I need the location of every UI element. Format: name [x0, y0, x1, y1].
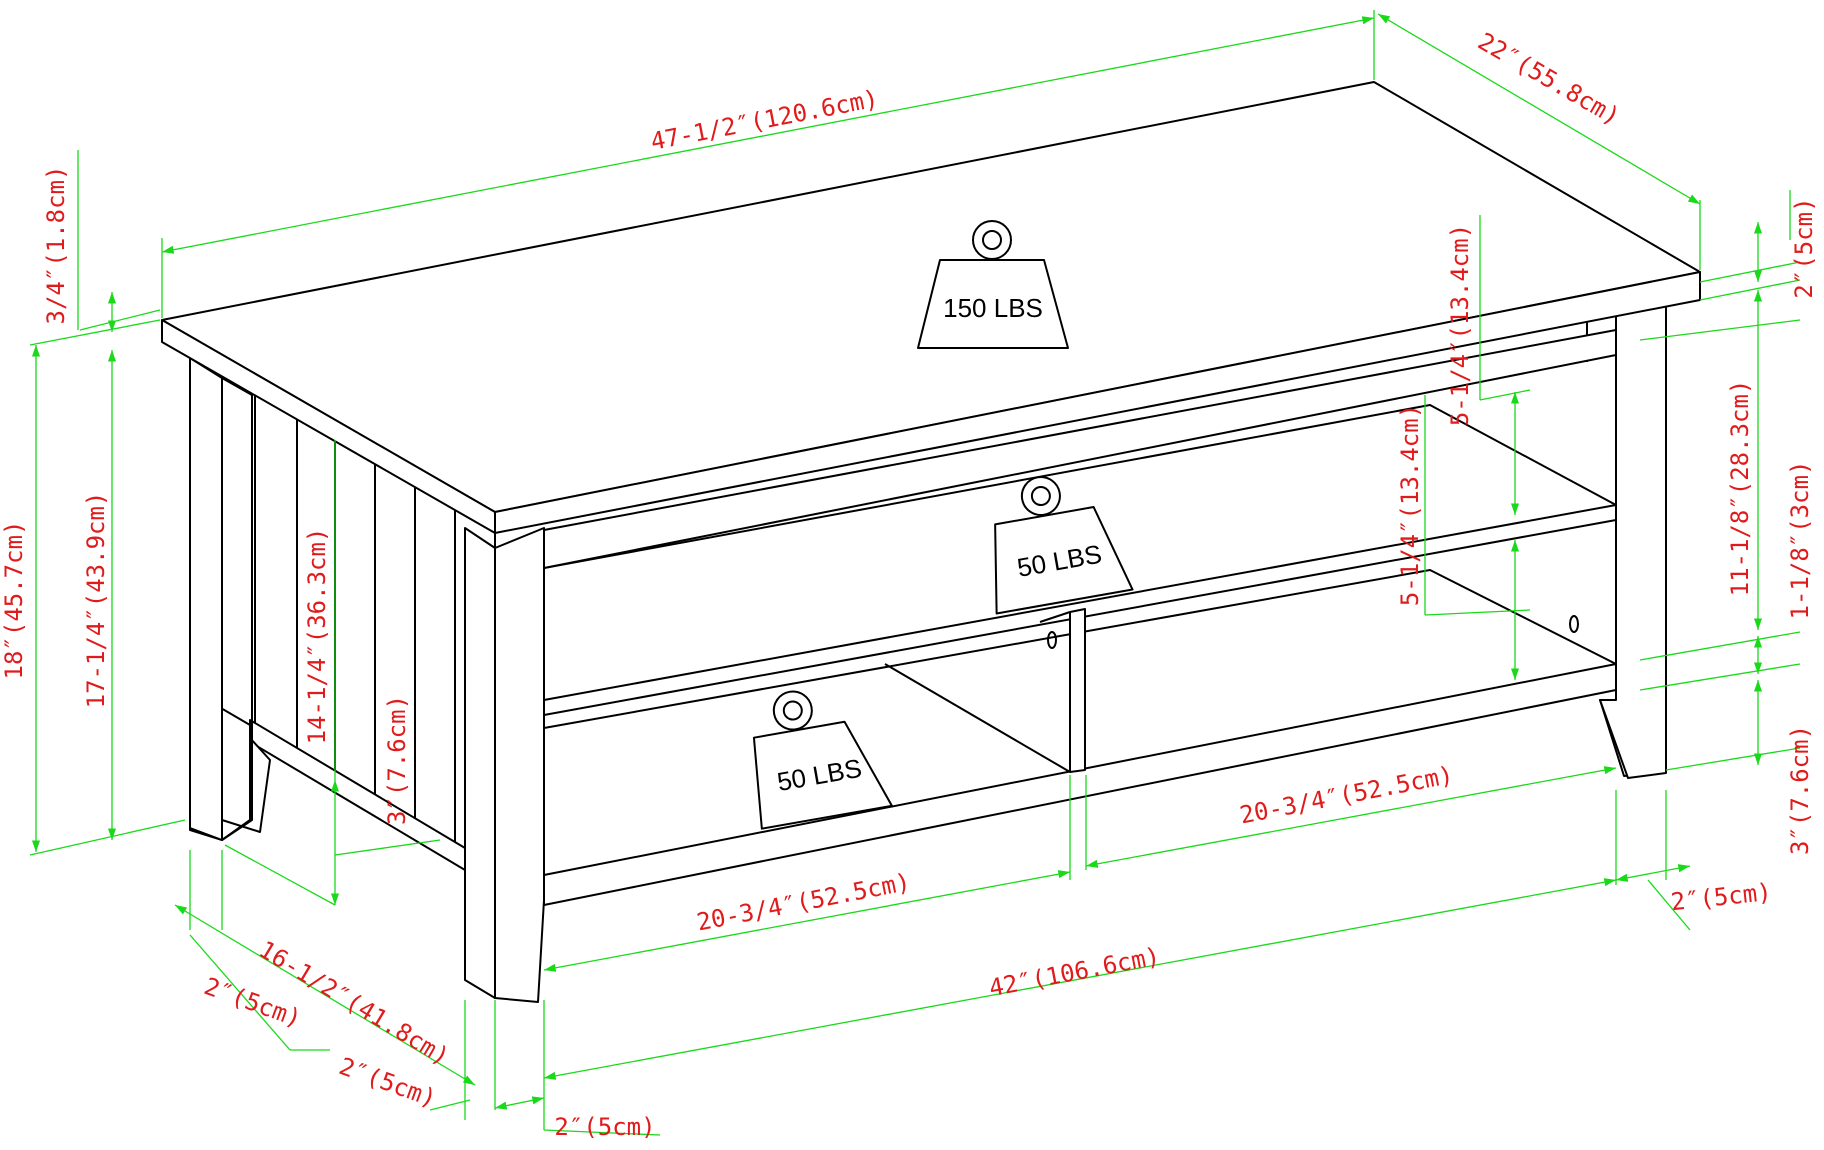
back-left-leg-side [221, 377, 253, 841]
dim-floor-clearance: 3″(7.6cm) [1786, 725, 1814, 855]
weight-bottom: 50 LBS [752, 690, 893, 830]
middle-shelf-back [543, 404, 1617, 569]
dim-shelf-area-height: 11-1/8″(28.3cm) [1726, 380, 1754, 597]
weight-icon [994, 506, 1134, 615]
dim-inner-width: 42″(106.6cm) [987, 942, 1163, 1003]
weight-icon [917, 259, 1069, 349]
dim-cubby-left: 20-3/4″(52.5cm) [694, 868, 912, 937]
divider-back-edge [884, 611, 1071, 773]
dim-lower-opening: 5-1/4″(13.4cm) [1396, 404, 1424, 606]
weight-label-top: 150 LBS [943, 293, 1043, 323]
dim-shelf-thickness: 1-1/8″(3cm) [1786, 461, 1814, 620]
back-left-leg-front [189, 357, 223, 841]
dim-leg-width-front: 2″(5cm) [554, 1113, 655, 1141]
cubby-divider [1069, 608, 1086, 773]
front-right-leg [1599, 292, 1667, 779]
weight-middle: 50 LBS [994, 476, 1134, 615]
dim-leg-depth-front: 2″(5cm) [200, 972, 305, 1033]
dimension-lines [29, 10, 1801, 1136]
weight-ring-icon [1020, 476, 1061, 517]
front-left-leg-face [494, 527, 545, 1003]
dim-leg-width-back: 2″(5cm) [1669, 878, 1773, 916]
shelf-pin-hole-right [1569, 615, 1579, 633]
weight-ring-icon [772, 690, 813, 731]
weight-ring-icon [972, 220, 1012, 260]
bottom-shelf-back [543, 569, 1617, 729]
weight-icon [752, 720, 893, 830]
dim-base-to-top: 17-1/4″(43.9cm) [82, 492, 110, 709]
dim-overall-height: 18″(45.7cm) [0, 521, 28, 680]
dim-slat-panel-height: 14-1/4″(36.3cm) [303, 528, 331, 745]
front-left-leg [464, 527, 496, 999]
table-top-side-edge [161, 319, 496, 534]
dim-leg-top-offset: 2″(5cm) [1790, 197, 1818, 298]
dim-cubby-right: 20-3/4″(52.5cm) [1237, 761, 1455, 830]
coffee-table [161, 81, 1701, 1003]
dim-top-thickness: 3/4″(1.8cm) [42, 166, 70, 325]
shelf-pin-hole [1047, 631, 1057, 649]
dim-upper-opening: 5-1/4″(13.4cm) [1446, 224, 1474, 426]
dim-side-lower-gap: 3″(7.6cm) [383, 695, 411, 825]
